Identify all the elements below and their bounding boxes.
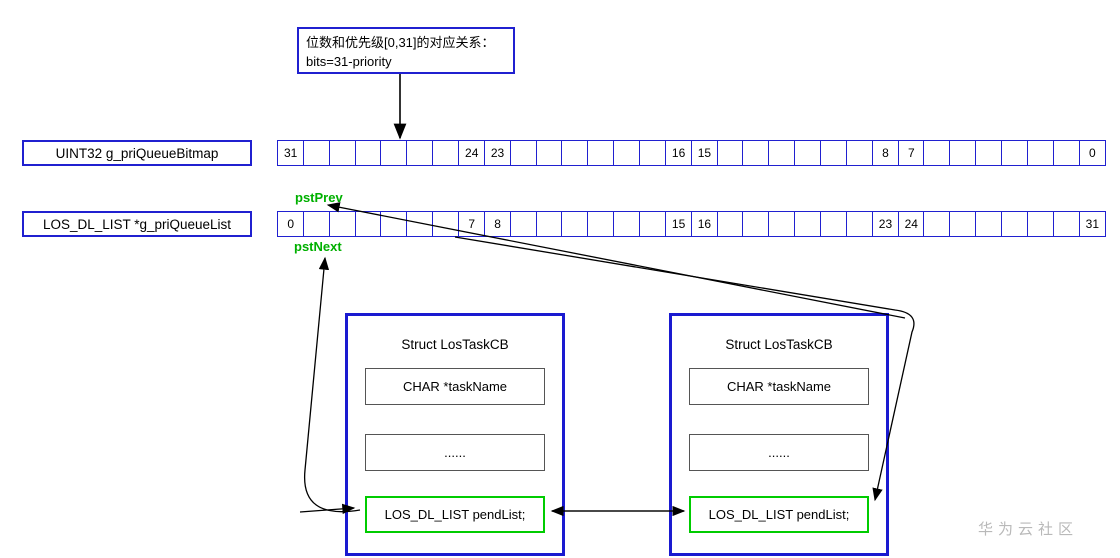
list-cell-7: 7 <box>458 211 486 237</box>
bitmap-cell-7: 24 <box>458 140 486 166</box>
bitmap-cell-5 <box>406 140 434 166</box>
bitmap-cell-3 <box>354 140 382 166</box>
bitmap-cell-18 <box>742 140 770 166</box>
list-cell-28 <box>1001 211 1029 237</box>
taskcb-title: Struct LosTaskCB <box>401 337 509 352</box>
field-pendlist: LOS_DL_LIST pendList; <box>365 496 545 533</box>
bitmap-cell-0: 31 <box>277 140 305 166</box>
list-cell-23: 23 <box>871 211 900 237</box>
field-ellipsis: ...... <box>689 434 869 471</box>
field-taskname: CHAR *taskName <box>365 368 545 405</box>
bitmap-cell-22 <box>845 140 874 166</box>
list-cell-27 <box>975 211 1003 237</box>
watermark: 华为云社区 <box>978 521 1079 538</box>
bitmap-cell-20 <box>794 140 822 166</box>
bitmap-cell-25 <box>923 140 951 166</box>
list-cell-15: 15 <box>664 211 693 237</box>
list-cell-26 <box>949 211 977 237</box>
list-cell-13 <box>613 211 641 237</box>
list-cell-20 <box>794 211 822 237</box>
list-cell-3 <box>354 211 382 237</box>
list-cell-2 <box>328 211 357 237</box>
task-control-block-right: Struct LosTaskCB CHAR *taskName ...... L… <box>669 313 889 556</box>
bitmap-cell-11 <box>561 140 589 166</box>
list-cell-24: 24 <box>897 211 925 237</box>
list-cell-14 <box>639 211 667 237</box>
list-cell-12 <box>587 211 615 237</box>
list-cell-31: 31 <box>1078 211 1106 237</box>
bitmap-cell-10 <box>535 140 563 166</box>
bitmap-cell-17 <box>716 140 744 166</box>
bitmap-cell-27 <box>975 140 1003 166</box>
list-cell-29 <box>1026 211 1055 237</box>
list-cell-4 <box>380 211 408 237</box>
pstprev-label: pstPrev <box>295 190 343 205</box>
bitmap-variable-label: UINT32 g_priQueueBitmap <box>22 140 252 166</box>
list-cell-11 <box>561 211 589 237</box>
list-cell-25 <box>923 211 951 237</box>
field-ellipsis: ...... <box>365 434 545 471</box>
bitmap-cell-6 <box>432 140 460 166</box>
bitmap-cell-4 <box>380 140 408 166</box>
bitmap-cell-26 <box>949 140 977 166</box>
bitmap-cell-21 <box>820 140 848 166</box>
bitmap-cell-15: 16 <box>664 140 693 166</box>
bitmap-cell-1 <box>302 140 331 166</box>
list-cell-6 <box>432 211 460 237</box>
bitmap-cell-2 <box>328 140 357 166</box>
bitmap-cell-28 <box>1001 140 1029 166</box>
field-pendlist: LOS_DL_LIST pendList; <box>689 496 869 533</box>
bitmap-cell-13 <box>613 140 641 166</box>
bitmap-cell-31: 0 <box>1078 140 1106 166</box>
bitmap-cell-19 <box>768 140 796 166</box>
task-control-block-left: Struct LosTaskCB CHAR *taskName ...... L… <box>345 313 565 556</box>
bitmap-cell-29 <box>1026 140 1055 166</box>
list-cell-22 <box>845 211 874 237</box>
list-cell-19 <box>768 211 796 237</box>
list-cell-30 <box>1052 211 1081 237</box>
list-cell-8: 8 <box>483 211 512 237</box>
list-cell-10 <box>535 211 563 237</box>
field-taskname: CHAR *taskName <box>689 368 869 405</box>
list-variable-label: LOS_DL_LIST *g_priQueueList <box>22 211 252 237</box>
pstnext-label: pstNext <box>294 239 342 254</box>
bitmap-cell-23: 8 <box>871 140 900 166</box>
list-cell-17 <box>716 211 744 237</box>
bitmap-cell-8: 23 <box>483 140 512 166</box>
list-cell-5 <box>406 211 434 237</box>
taskcb-title: Struct LosTaskCB <box>725 337 833 352</box>
bitmap-cell-30 <box>1052 140 1081 166</box>
bitmap-cell-16: 15 <box>690 140 719 166</box>
bitmap-cell-9 <box>509 140 538 166</box>
bitmap-cell-14 <box>639 140 667 166</box>
bitmap-cell-24: 7 <box>897 140 925 166</box>
bitmap-cell-12 <box>587 140 615 166</box>
list-cell-0: 0 <box>277 211 305 237</box>
bits-priority-callout: 位数和优先级[0,31]的对应关系： bits=31-priority <box>297 27 515 74</box>
list-cell-21 <box>820 211 848 237</box>
list-cell-1 <box>302 211 331 237</box>
list-cell-9 <box>509 211 538 237</box>
list-cell-16: 16 <box>690 211 719 237</box>
list-cell-18 <box>742 211 770 237</box>
